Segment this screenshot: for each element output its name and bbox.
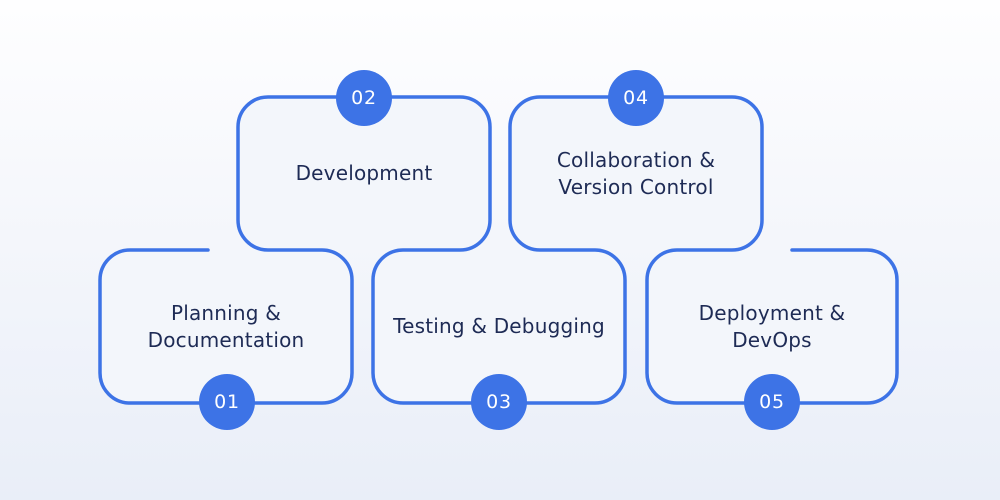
step-number-badge-02: 02 bbox=[336, 70, 392, 126]
step-5-box-fill bbox=[646, 250, 897, 403]
step-2-box-fill bbox=[238, 97, 490, 250]
step-number-badge-04: 04 bbox=[608, 70, 664, 126]
step-label: Deployment & DevOps bbox=[698, 301, 846, 352]
step-1-box-fill bbox=[100, 250, 352, 403]
step-box-collaboration: Collaboration & Version Control bbox=[510, 97, 762, 250]
step-box-development: Development bbox=[238, 97, 490, 250]
step-3-box-fill bbox=[373, 250, 625, 403]
step-4-box-fill bbox=[510, 97, 762, 250]
step-box-testing: Testing & Debugging bbox=[373, 250, 625, 403]
step-number-badge-05: 05 bbox=[744, 374, 800, 430]
step-label: Planning & Documentation bbox=[147, 301, 305, 352]
step-label: Collaboration & Version Control bbox=[556, 148, 716, 199]
step-box-deployment: Deployment & DevOps bbox=[646, 250, 898, 403]
step-label: Development bbox=[295, 161, 433, 186]
step-number-badge-01: 01 bbox=[199, 374, 255, 430]
step-number-badge-03: 03 bbox=[471, 374, 527, 430]
step-box-planning: Planning & Documentation bbox=[100, 250, 352, 403]
step-label: Testing & Debugging bbox=[393, 314, 605, 339]
